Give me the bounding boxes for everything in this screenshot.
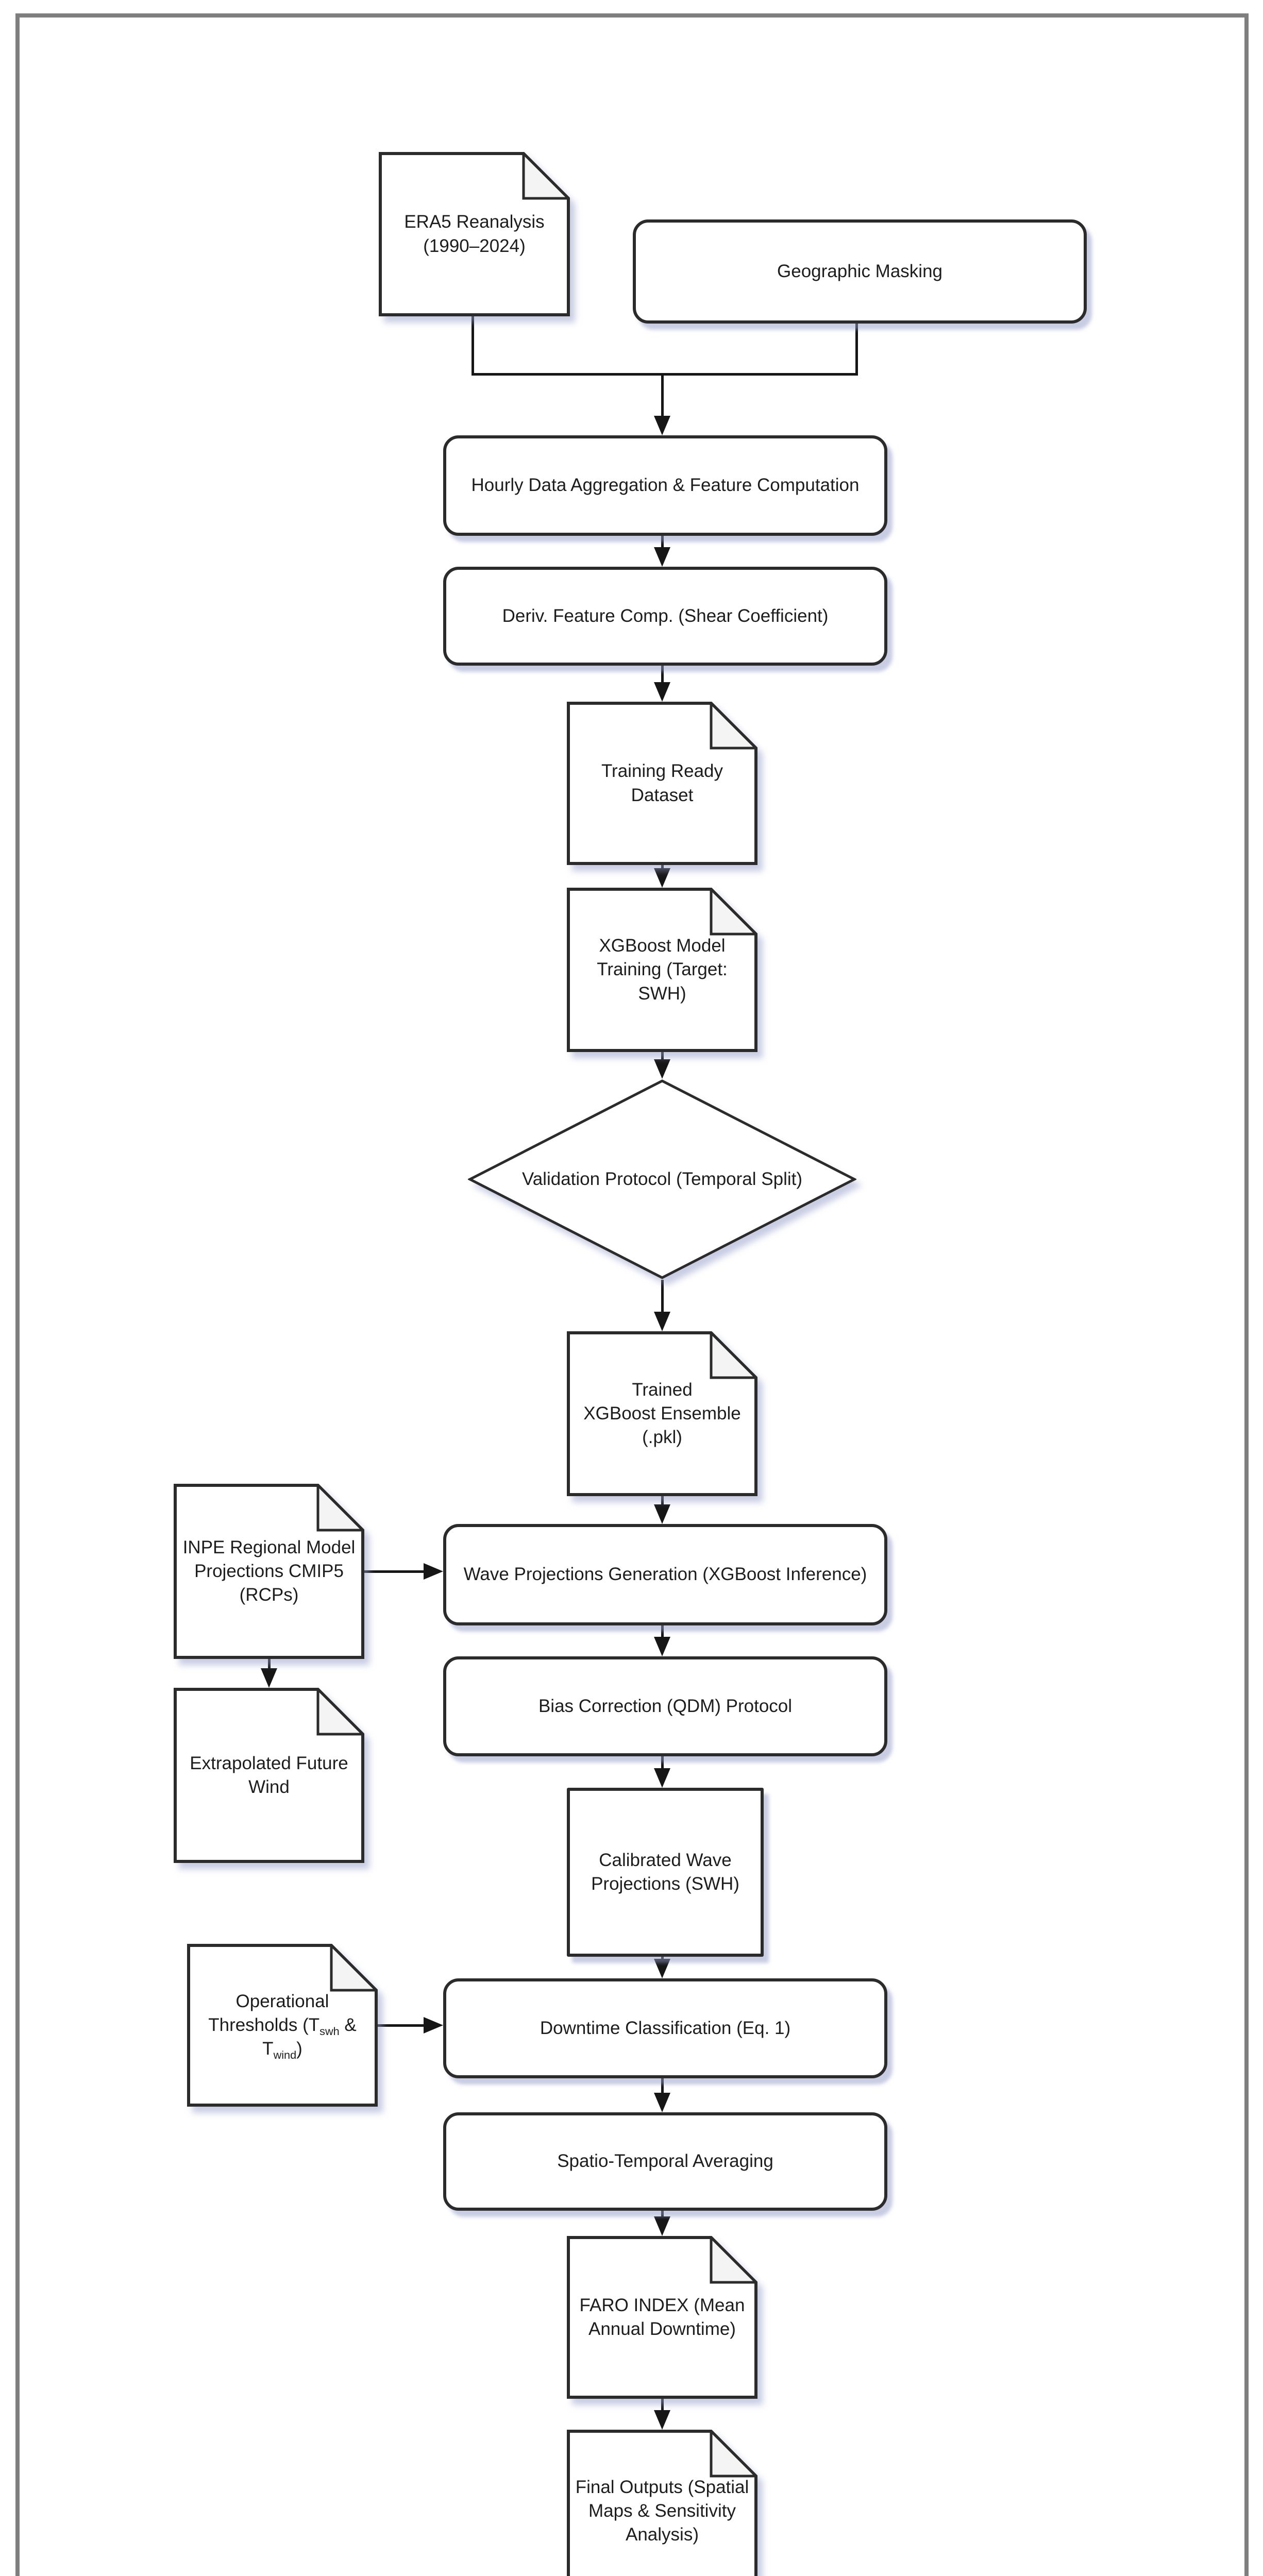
connector-inpe-extrapolated bbox=[268, 1659, 271, 1668]
connector-inpe-wave bbox=[364, 1570, 424, 1573]
node-label: INPE Regional Model Projections CMIP5 (R… bbox=[182, 1537, 356, 1605]
node-final-outputs: Final Outputs (Spatial Maps & Sensitivit… bbox=[567, 2430, 757, 2576]
node-label: Training Ready Dataset bbox=[601, 761, 723, 805]
node-validation-protocol: Validation Protocol (Temporal Split) bbox=[468, 1079, 856, 1280]
node-era5-reanalysis: ERA5 Reanalysis (1990–2024) bbox=[379, 152, 570, 316]
arrowhead-into-validation bbox=[654, 1059, 670, 1079]
node-label: Operational Thresholds (Tswh & Twind) bbox=[208, 1990, 357, 2061]
decision-diamond-shape bbox=[468, 1079, 856, 1279]
arrowhead-into-wave-left bbox=[424, 1563, 443, 1580]
node-bias-correction: Bias Correction (QDM) Protocol bbox=[443, 1656, 887, 1756]
connector-era5-down bbox=[471, 315, 474, 376]
node-training-ready-dataset: Training Ready Dataset bbox=[567, 702, 757, 865]
document-shape-outline bbox=[187, 1944, 378, 2107]
node-label: Wave Projections Generation (XGBoost Inf… bbox=[463, 1564, 867, 1585]
subscript-wind: wind bbox=[273, 2048, 297, 2062]
node-xgboost-model-training: XGBoost Model Training (Target: SWH) bbox=[567, 888, 757, 1052]
node-label: ERA5 Reanalysis (1990–2024) bbox=[404, 212, 545, 256]
arrowhead-into-bias bbox=[654, 1637, 670, 1656]
arrowhead-into-training bbox=[654, 682, 670, 702]
connector-faro-final bbox=[661, 2399, 664, 2410]
document-shape-outline bbox=[567, 1331, 757, 1496]
label-text: Thresholds (T bbox=[208, 2014, 320, 2035]
arrowhead-into-extrapolated bbox=[261, 1668, 277, 1688]
connector-masking-down bbox=[855, 316, 858, 376]
node-label: XGBoost Model Training (Target: SWH) bbox=[597, 936, 728, 1004]
label-text: Operational bbox=[235, 1991, 329, 2011]
connector-merge-horizontal bbox=[471, 373, 858, 376]
node-geographic-masking: Geographic Masking bbox=[633, 219, 1087, 324]
arrowhead-into-faro bbox=[654, 2216, 670, 2236]
connector-wave-bias bbox=[661, 1619, 664, 1637]
node-label: Final Outputs (Spatial Maps & Sensitivit… bbox=[575, 2477, 749, 2545]
node-label: Deriv. Feature Comp. (Shear Coefficient) bbox=[502, 605, 829, 626]
node-label: Spatio-Temporal Averaging bbox=[557, 2151, 773, 2172]
connector-training-xgboost bbox=[661, 865, 664, 868]
document-shape-outline bbox=[174, 1688, 364, 1863]
arrowhead-into-deriv bbox=[654, 547, 670, 567]
node-operational-thresholds: Operational Thresholds (Tswh & Twind) bbox=[187, 1944, 378, 2107]
document-shape-outline bbox=[379, 152, 570, 316]
label-text: & bbox=[339, 2014, 357, 2035]
node-label: Validation Protocol (Temporal Split) bbox=[521, 1168, 803, 1189]
connector-bias-calibrated bbox=[661, 1750, 664, 1768]
connector-merge-stub bbox=[661, 373, 664, 416]
node-extrapolated-future-wind: Extrapolated Future Wind bbox=[174, 1688, 364, 1863]
node-spatio-temporal-averaging: Spatio-Temporal Averaging bbox=[443, 2112, 887, 2211]
label-text: T bbox=[262, 2039, 274, 2059]
node-hourly-data-aggregation: Hourly Data Aggregation & Feature Comput… bbox=[443, 435, 887, 536]
subscript-swh: swh bbox=[319, 2024, 340, 2038]
arrowhead-into-hourly bbox=[654, 416, 670, 435]
node-label: Extrapolated Future Wind bbox=[190, 1753, 348, 1797]
node-label: Hourly Data Aggregation & Feature Comput… bbox=[471, 475, 860, 496]
arrowhead-into-downtime bbox=[654, 1959, 670, 1978]
node-label: Calibrated Wave Projections (SWH) bbox=[591, 1850, 739, 1894]
document-shape-outline bbox=[567, 702, 757, 865]
arrowhead-into-final bbox=[654, 2410, 670, 2430]
arrowhead-into-wave bbox=[654, 1504, 670, 1524]
label-text: ) bbox=[296, 2039, 302, 2059]
node-downtime-classification: Downtime Classification (Eq. 1) bbox=[443, 1978, 887, 2078]
node-derived-feature-computation: Deriv. Feature Comp. (Shear Coefficient) bbox=[443, 567, 887, 666]
node-label: Geographic Masking bbox=[777, 261, 942, 281]
node-label: Trained XGBoost Ensemble (.pkl) bbox=[583, 1379, 741, 1448]
arrowhead-into-calibrated bbox=[654, 1768, 670, 1788]
page-border-frame bbox=[15, 13, 1249, 2576]
arrowhead-into-spatio bbox=[654, 2093, 670, 2112]
connector-validation-trained bbox=[661, 1280, 664, 1312]
node-label: Bias Correction (QDM) Protocol bbox=[538, 1696, 793, 1716]
connector-hourly-deriv bbox=[661, 530, 664, 547]
document-shape-outline bbox=[174, 1484, 364, 1659]
arrowhead-into-trained bbox=[654, 1312, 670, 1331]
document-shape-outline bbox=[567, 888, 757, 1052]
node-label: Downtime Classification (Eq. 1) bbox=[540, 2018, 791, 2038]
node-faro-index: FARO INDEX (Mean Annual Downtime) bbox=[567, 2236, 757, 2399]
document-shape-outline bbox=[567, 2430, 757, 2576]
document-shape-outline bbox=[567, 2236, 757, 2399]
connector-downtime-spatio bbox=[661, 2072, 664, 2093]
connector-thresholds-downtime bbox=[378, 2024, 424, 2027]
connector-xgboost-validation bbox=[661, 1052, 664, 1059]
node-trained-xgboost-ensemble: Trained XGBoost Ensemble (.pkl) bbox=[567, 1331, 757, 1496]
node-calibrated-wave-projections: Calibrated Wave Projections (SWH) bbox=[567, 1788, 764, 1957]
connector-deriv-training bbox=[661, 659, 664, 682]
arrowhead-into-downtime-left bbox=[424, 2017, 443, 2033]
node-wave-projections-generation: Wave Projections Generation (XGBoost Inf… bbox=[443, 1524, 887, 1625]
arrowhead-into-xgboost bbox=[654, 868, 670, 888]
connector-trained-wave bbox=[661, 1496, 664, 1504]
node-label: FARO INDEX (Mean Annual Downtime) bbox=[579, 2295, 745, 2339]
node-inpe-regional-projections: INPE Regional Model Projections CMIP5 (R… bbox=[174, 1484, 364, 1659]
